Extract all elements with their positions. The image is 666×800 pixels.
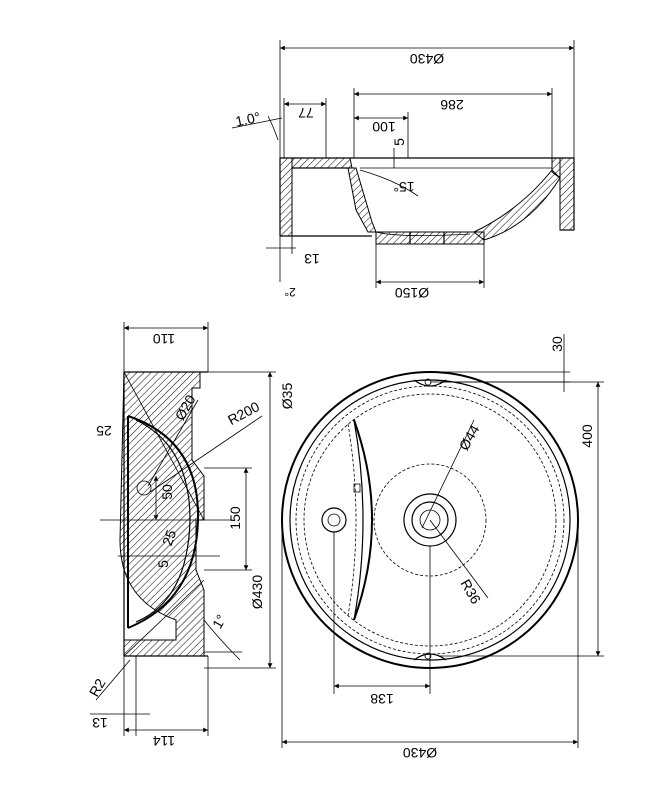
dim-plan-400: 400 [579,424,595,448]
dim-top-13: 13 [304,251,320,267]
dim-plan-430: Ø430 [403,745,437,761]
dim-top-angle: 1.0° [234,109,262,130]
dim-plan-44: Ø44 [456,422,483,453]
side-view: 110 Ø35 Ø20 R200 25 50 150 25 5 Ø430 1° [86,322,295,749]
dim-plan-R36: R36 [458,576,485,606]
dim-side-25a: 25 [96,423,112,439]
dim-top-width: Ø430 [410,51,444,67]
dim-top-150: Ø150 [395,285,429,301]
dim-side-5: 5 [155,560,171,568]
dim-side-R200: R200 [225,398,262,428]
dim-plan-138: 138 [370,691,394,707]
dim-top-2deg: 2° [284,285,296,299]
dim-side-50: 50 [159,484,175,500]
dim-side-114: 114 [153,733,176,749]
dim-top-100: 100 [372,119,396,135]
dim-side-430: Ø430 [249,575,265,609]
dim-top-286: 286 [440,97,464,113]
dim-top-15deg: 15° [393,179,414,195]
dim-side-110: 110 [153,331,176,347]
dim-side-25b: 25 [159,527,179,547]
dim-top-77: 77 [298,105,314,121]
dim-side-150: 150 [227,506,243,530]
dim-plan-30: 30 [549,336,565,352]
dim-side-13: 13 [92,715,108,731]
dim-side-R2: R2 [86,676,109,700]
plan-view: Ø44 R36 30 400 138 Ø430 [281,334,604,761]
dim-side-35: Ø35 [279,383,295,410]
section-view: Ø430 286 100 77 1.0° 5 15° 13 2° [231,40,575,301]
dim-side-1deg: 1° [209,612,230,632]
dim-top-5: 5 [391,138,407,146]
